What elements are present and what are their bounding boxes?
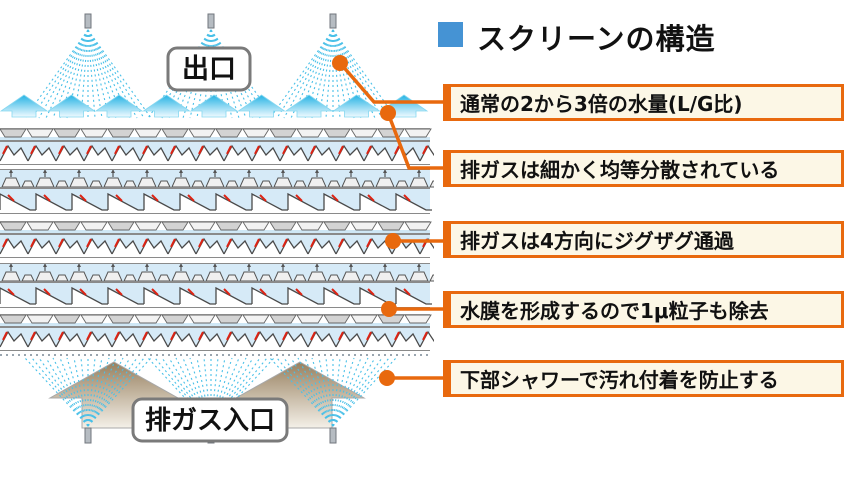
spray-ray bbox=[87, 357, 103, 427]
spray-ray bbox=[304, 357, 334, 427]
annotation-label: 排ガスは細かく均等分散されている bbox=[460, 158, 780, 182]
spray-ray bbox=[332, 29, 369, 119]
callout-dot-5 bbox=[379, 370, 395, 386]
spray-ray bbox=[332, 357, 355, 427]
annotation-box-zigzag: 排ガスは4方向にジグザグ通過 bbox=[443, 221, 844, 258]
spray-ray bbox=[31, 29, 89, 119]
spray-ray bbox=[38, 357, 89, 427]
spray-ray bbox=[332, 357, 348, 427]
spray-ray bbox=[269, 29, 334, 119]
spray-ray bbox=[332, 29, 341, 119]
nozzle-stem-bottom bbox=[84, 427, 92, 444]
spray-ray bbox=[87, 29, 124, 119]
spray-ray bbox=[168, 357, 212, 427]
spray-ray bbox=[52, 29, 89, 119]
spray-ray bbox=[332, 29, 383, 119]
outlet-label: 出口 bbox=[182, 54, 236, 85]
spray-ray bbox=[210, 357, 254, 427]
spray-ray bbox=[325, 29, 334, 119]
spray-ray bbox=[66, 357, 89, 427]
spray-ray bbox=[87, 29, 103, 119]
nozzle-stem-top bbox=[329, 13, 337, 29]
callout-dot-1 bbox=[332, 55, 348, 71]
spray-ray bbox=[318, 357, 334, 427]
distribution-arrow bbox=[0, 94, 49, 118]
annotation-box-water-volume: 通常の2から3倍の水量(L/G比) bbox=[443, 84, 844, 121]
spray-ray bbox=[325, 357, 334, 427]
spray-ray bbox=[161, 357, 212, 427]
spray-ray bbox=[332, 357, 397, 427]
spray-ray bbox=[80, 357, 89, 427]
spray-ray bbox=[182, 357, 212, 427]
inlet-label-box: 排ガス入口 bbox=[131, 397, 289, 443]
spray-ray bbox=[38, 29, 89, 119]
spray-ray bbox=[276, 29, 334, 119]
nozzle-stem-bottom bbox=[329, 427, 337, 444]
spray-ray bbox=[332, 357, 341, 427]
page-title: スクリーンの構造 bbox=[477, 22, 716, 56]
spray-ray bbox=[87, 357, 138, 427]
callout-dot-3 bbox=[385, 233, 401, 249]
spray-ray bbox=[59, 357, 89, 427]
spray-ray bbox=[332, 357, 376, 427]
annotation-box-water-film: 水膜を形成するので1μ粒子も除去 bbox=[443, 291, 844, 328]
spray-ray bbox=[87, 29, 110, 119]
spray-ray bbox=[210, 29, 254, 119]
spray-ray bbox=[87, 357, 131, 427]
nozzle-stem-top bbox=[84, 13, 92, 29]
spray-ray bbox=[24, 357, 89, 427]
callout-line-2 bbox=[386, 112, 446, 170]
spray-ray bbox=[73, 357, 89, 427]
spray-ray bbox=[175, 29, 212, 119]
callout-dot-4 bbox=[381, 301, 397, 317]
spray-ray bbox=[332, 357, 362, 427]
spray-ray bbox=[290, 357, 334, 427]
spray-ray bbox=[210, 357, 261, 427]
spray-ray bbox=[87, 29, 145, 119]
annotation-label: 排ガスは4方向にジグザグ通過 bbox=[460, 229, 734, 253]
annotation-label: 通常の2から3倍の水量(L/G比) bbox=[460, 92, 743, 116]
spray-ray bbox=[87, 29, 138, 119]
distribution-arrow bbox=[47, 94, 96, 118]
title-square-icon bbox=[438, 22, 463, 47]
distribution-arrow bbox=[284, 94, 334, 118]
spray-ray bbox=[283, 357, 334, 427]
annotation-label: 下部シャワーで汚れ付着を防止する bbox=[460, 368, 779, 392]
distribution-arrow bbox=[332, 94, 381, 118]
distribution-arrow bbox=[237, 94, 286, 118]
outlet-label-box: 出口 bbox=[166, 46, 252, 92]
spray-ray bbox=[332, 357, 383, 427]
spray-ray bbox=[269, 357, 334, 427]
distribution-arrow bbox=[142, 94, 191, 118]
annotation-box-lower-shower: 下部シャワーで汚れ付着を防止する bbox=[443, 360, 844, 397]
nozzle-stem-top bbox=[207, 13, 215, 29]
spray-ray bbox=[45, 357, 89, 427]
spray-ray bbox=[87, 357, 96, 427]
spray-ray bbox=[87, 29, 96, 119]
annotation-label: 水膜を形成するので1μ粒子も除去 bbox=[460, 299, 769, 323]
spray-ray bbox=[87, 357, 152, 427]
annotation-box-dispersion: 排ガスは細かく均等分散されている bbox=[443, 150, 844, 187]
spray-ray bbox=[87, 357, 110, 427]
spray-ray bbox=[283, 29, 334, 119]
callout-connectors bbox=[332, 55, 446, 386]
spray-ray bbox=[210, 29, 247, 119]
callout-line-1 bbox=[338, 61, 446, 104]
diagram-paint-layer bbox=[0, 13, 434, 444]
distribution-arrow bbox=[94, 94, 144, 118]
spray-ray bbox=[311, 357, 334, 427]
spray-ray bbox=[45, 29, 89, 119]
distribution-arrow bbox=[189, 94, 239, 118]
spray-ray bbox=[210, 357, 240, 427]
inlet-label: 排ガス入口 bbox=[145, 406, 275, 436]
callout-dot-2 bbox=[380, 105, 396, 121]
spray-ray bbox=[297, 29, 334, 119]
spray-ray bbox=[87, 29, 152, 119]
spray-ray bbox=[87, 357, 117, 427]
